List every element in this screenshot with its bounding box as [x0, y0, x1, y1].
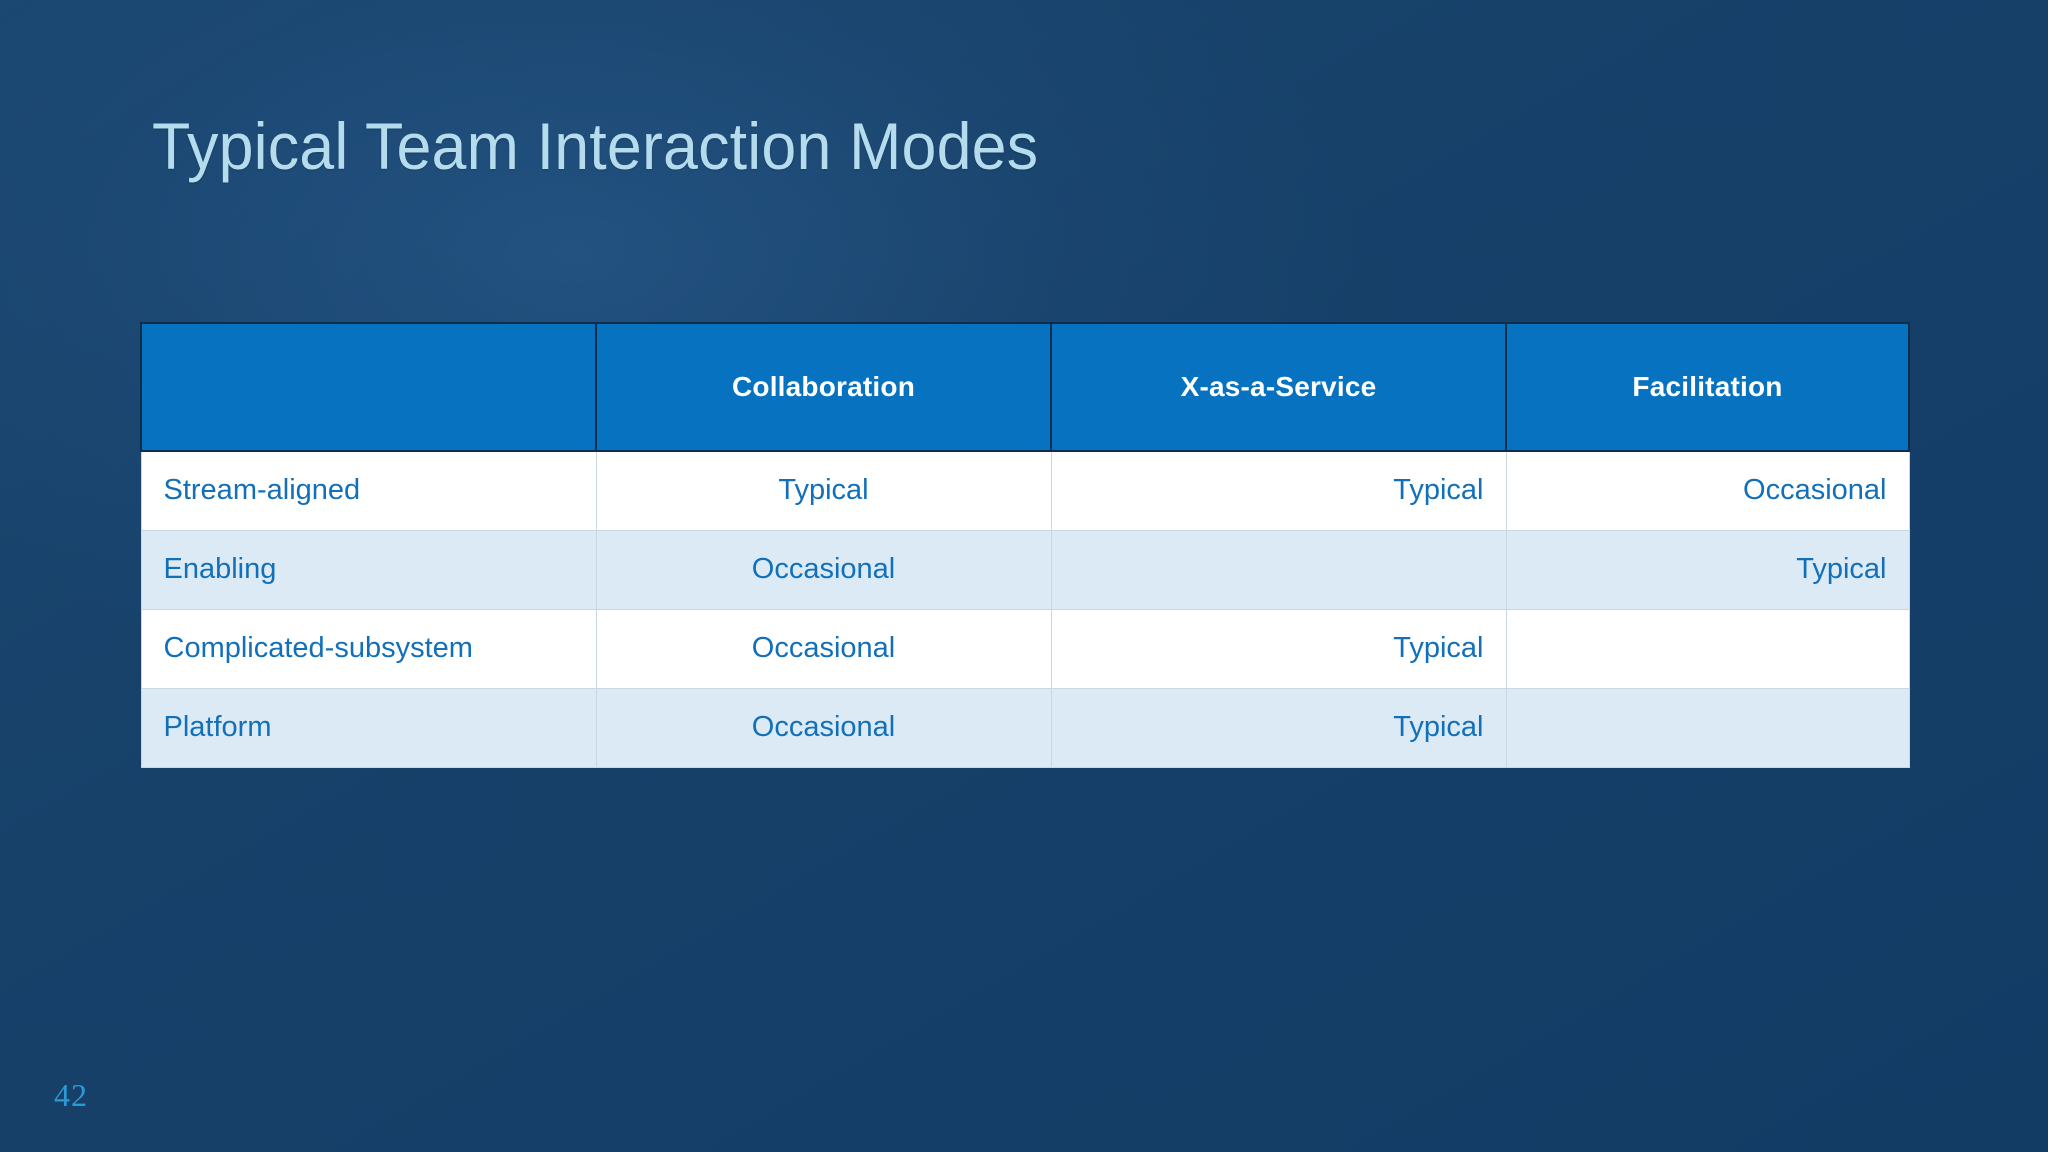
- cell-team-type: Complicated-subsystem: [140, 609, 597, 689]
- cell-x-as-a-service: Typical: [1051, 451, 1507, 531]
- cell-collaboration: Occasional: [596, 530, 1052, 610]
- cell-collaboration: Typical: [596, 451, 1052, 531]
- cell-collaboration: Occasional: [596, 688, 1052, 768]
- cell-team-type: Stream-aligned: [140, 451, 597, 531]
- cell-x-as-a-service: [1051, 530, 1507, 610]
- cell-facilitation: Typical: [1506, 530, 1910, 610]
- interaction-modes-table: Collaboration X-as-a-Service Facilitatio…: [140, 322, 1910, 768]
- page-title: Typical Team Interaction Modes: [152, 109, 1039, 183]
- page-number: 42: [54, 1077, 88, 1113]
- column-header-x-as-a-service: X-as-a-Service: [1050, 322, 1507, 452]
- table-row: Stream-aligned Typical Typical Occasiona…: [140, 451, 1910, 531]
- cell-team-type: Platform: [140, 688, 597, 768]
- column-header-facilitation: Facilitation: [1505, 322, 1910, 452]
- table-body: Stream-aligned Typical Typical Occasiona…: [140, 451, 1910, 768]
- cell-facilitation: [1506, 687, 1910, 768]
- table-header-row: Collaboration X-as-a-Service Facilitatio…: [140, 322, 1910, 452]
- column-header-collaboration: Collaboration: [595, 322, 1052, 452]
- cell-x-as-a-service: Typical: [1051, 688, 1507, 768]
- table-row: Complicated-subsystem Occasional Typical: [140, 609, 1910, 689]
- interaction-modes-table-wrapper: Collaboration X-as-a-Service Facilitatio…: [140, 322, 1910, 768]
- table-header: Collaboration X-as-a-Service Facilitatio…: [140, 322, 1910, 452]
- cell-facilitation: Occasional: [1506, 451, 1910, 531]
- cell-x-as-a-service: Typical: [1051, 609, 1507, 689]
- cell-facilitation: [1506, 609, 1910, 689]
- table-row: Enabling Occasional Typical: [140, 530, 1910, 610]
- column-header-team-type: [140, 322, 597, 452]
- table-row: Platform Occasional Typical: [140, 687, 1910, 768]
- cell-team-type: Enabling: [140, 530, 597, 610]
- cell-collaboration: Occasional: [596, 609, 1052, 689]
